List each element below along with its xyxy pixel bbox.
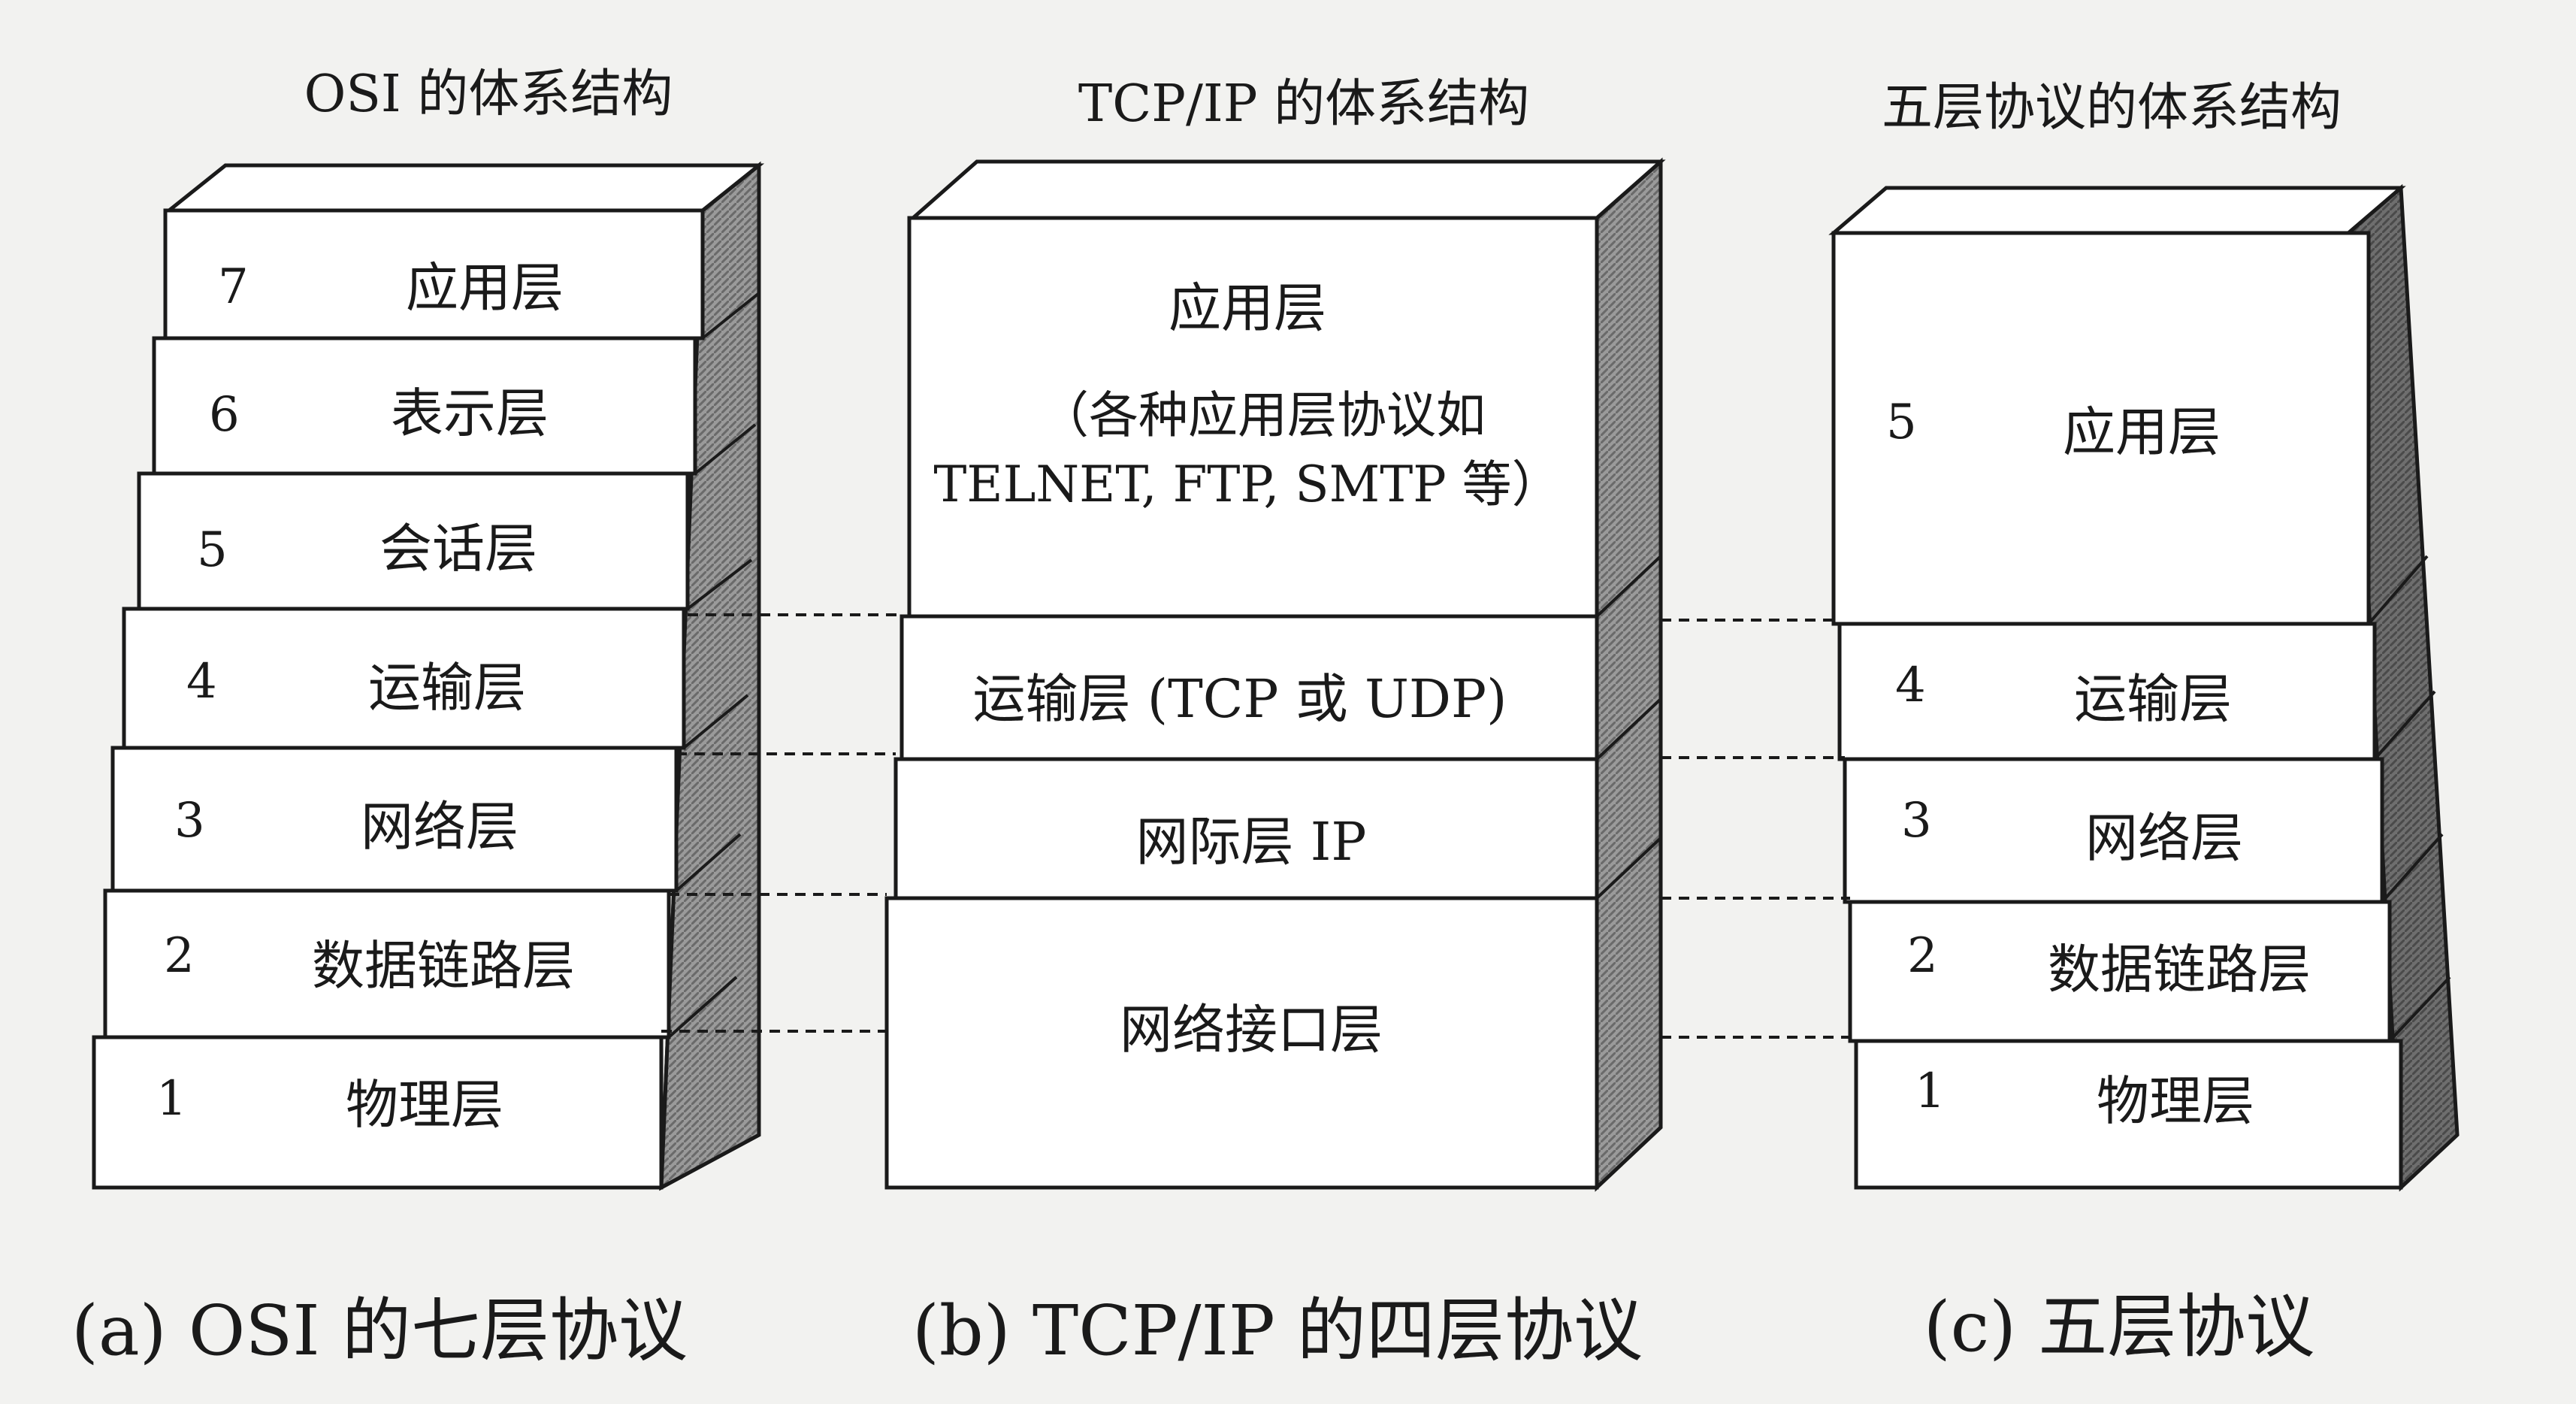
caption-b: (b) TCP/IP 的四层协议 bbox=[912, 1291, 1643, 1371]
five-layer-3-number: 3 bbox=[1901, 793, 1932, 849]
osi-layer-6-name: 表示层 bbox=[391, 383, 549, 444]
osi-layer-1-name: 物理层 bbox=[346, 1074, 503, 1136]
five-stack-top bbox=[1828, 186, 2406, 235]
tcpip-layer-netif-box bbox=[884, 896, 1599, 1190]
caption-c: (c) 五层协议 bbox=[1923, 1287, 2315, 1367]
osi-layer-6-box bbox=[152, 336, 697, 476]
tcpip-stack-top bbox=[908, 159, 1666, 220]
five-layer-stack bbox=[1828, 183, 2460, 1192]
five-layer-5-number: 5 bbox=[1886, 395, 1917, 450]
five-layer-4-name: 运输层 bbox=[2074, 668, 2232, 730]
osi-layer-1-box bbox=[92, 1035, 664, 1190]
five-layer-3-name: 网络层 bbox=[2085, 807, 2243, 869]
five-layer-3-box bbox=[1843, 757, 2384, 904]
osi-layer-3-number: 3 bbox=[174, 793, 205, 849]
tcpip-app-layer-name: 应用层 bbox=[1169, 277, 1326, 339]
tcpip-transport-layer-name: 运输层 (TCP 或 UDP) bbox=[972, 668, 1507, 730]
osi-layer-1-number: 1 bbox=[156, 1071, 187, 1127]
tcpip-netif-layer-name: 网络接口层 bbox=[1120, 999, 1383, 1061]
five-layer-2-box bbox=[1848, 900, 2392, 1043]
five-layer-title: 五层协议的体系结构 bbox=[1881, 78, 2342, 138]
osi-layer-7-name: 应用层 bbox=[406, 257, 564, 319]
five-layer-1-name: 物理层 bbox=[2097, 1070, 2254, 1132]
osi-layer-6-number: 6 bbox=[209, 387, 240, 443]
osi-layer-3-name: 网络层 bbox=[361, 796, 519, 858]
osi-layer-7-box bbox=[163, 208, 705, 340]
five-layer-5-name: 应用层 bbox=[2063, 401, 2221, 463]
tcpip-app-note-line2: TELNET, FTP, SMTP 等） bbox=[933, 455, 1562, 513]
correspondence-lines bbox=[661, 613, 1856, 1039]
tcpip-internet-layer-name: 网际层 IP bbox=[1135, 811, 1367, 873]
osi-title: OSI 的体系结构 bbox=[304, 65, 673, 124]
osi-stack-top bbox=[163, 163, 765, 213]
tcpip-layer-app-box bbox=[907, 216, 1599, 619]
osi-layer-2-number: 2 bbox=[164, 928, 195, 984]
tcpip-layer-transport-box bbox=[899, 614, 1599, 761]
five-layer-4-box bbox=[1837, 622, 2377, 761]
osi-layer-5-name: 会话层 bbox=[379, 518, 537, 579]
caption-a: (a) OSI 的七层协议 bbox=[71, 1291, 688, 1371]
osi-layer-5-number: 5 bbox=[197, 522, 228, 578]
osi-layer-4-number: 4 bbox=[186, 654, 217, 710]
tcpip-app-note-line1: （各种应用层协议如 bbox=[1039, 386, 1486, 444]
osi-layer-4-name: 运输层 bbox=[368, 657, 526, 719]
five-layer-5-box bbox=[1831, 231, 2371, 626]
tcpip-stack bbox=[884, 157, 1666, 1192]
tcpip-title: TCP/IP 的体系结构 bbox=[1078, 74, 1530, 134]
osi-layer-2-box bbox=[103, 888, 671, 1039]
five-layer-1-number: 1 bbox=[1915, 1064, 1946, 1119]
five-layer-4-number: 4 bbox=[1895, 658, 1926, 713]
five-layer-2-name: 数据链路层 bbox=[2048, 939, 2311, 1000]
osi-layer-7-number: 7 bbox=[218, 259, 249, 315]
five-layer-1-box bbox=[1854, 1039, 2403, 1190]
tcpip-stack-side bbox=[1595, 157, 1663, 1192]
osi-stack bbox=[92, 161, 765, 1191]
tcpip-layer-internet-box bbox=[893, 757, 1599, 900]
five-layer-2-number: 2 bbox=[1907, 928, 1938, 984]
osi-layer-2-name: 数据链路层 bbox=[312, 935, 575, 997]
